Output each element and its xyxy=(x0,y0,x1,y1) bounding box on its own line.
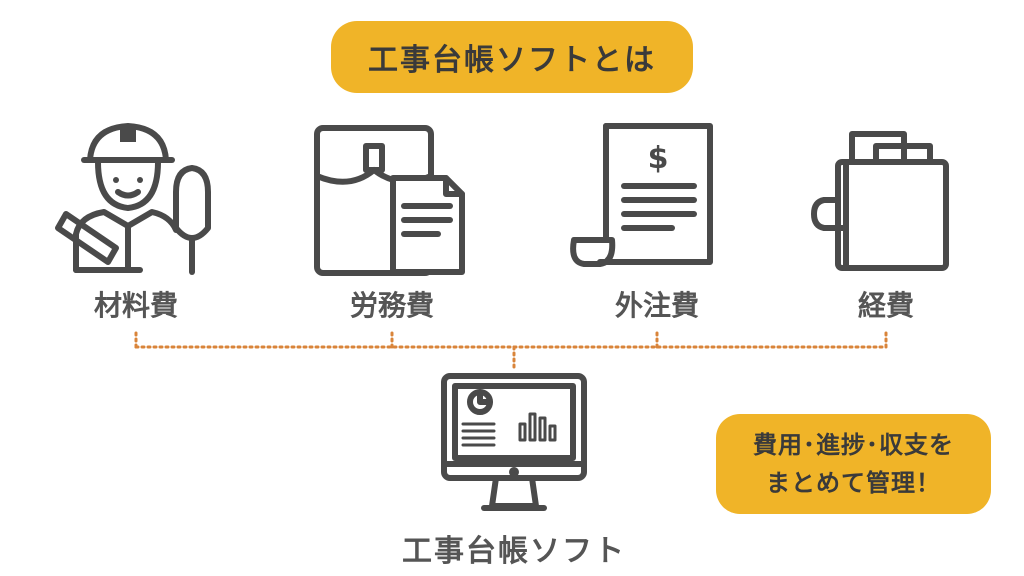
title-banner: 工事台帳ソフトとは xyxy=(331,21,693,93)
wallet-icon xyxy=(811,131,949,271)
callout-line-1: 費用･進捗･収支を xyxy=(753,431,954,459)
category-label-materials: 材料費 xyxy=(93,289,179,322)
connector-lines xyxy=(134,331,888,370)
envelope-document-icon xyxy=(314,125,465,276)
software-label: 工事台帳ソフト xyxy=(402,534,626,569)
page-title: 工事台帳ソフトとは xyxy=(368,43,656,78)
callout-badge: 費用･進捗･収支を まとめて管理！ xyxy=(716,414,991,514)
invoice-receipt-icon: $ xyxy=(570,123,713,267)
category-label-expenses: 経費 xyxy=(857,289,915,322)
svg-text:$: $ xyxy=(648,141,669,176)
category-label-labor: 労務費 xyxy=(349,289,435,322)
category-label-outsourcing: 外注費 xyxy=(614,289,700,322)
callout-line-2: まとめて管理！ xyxy=(766,469,941,497)
monitor-dashboard-icon xyxy=(441,373,587,511)
construction-worker-icon xyxy=(55,123,211,275)
